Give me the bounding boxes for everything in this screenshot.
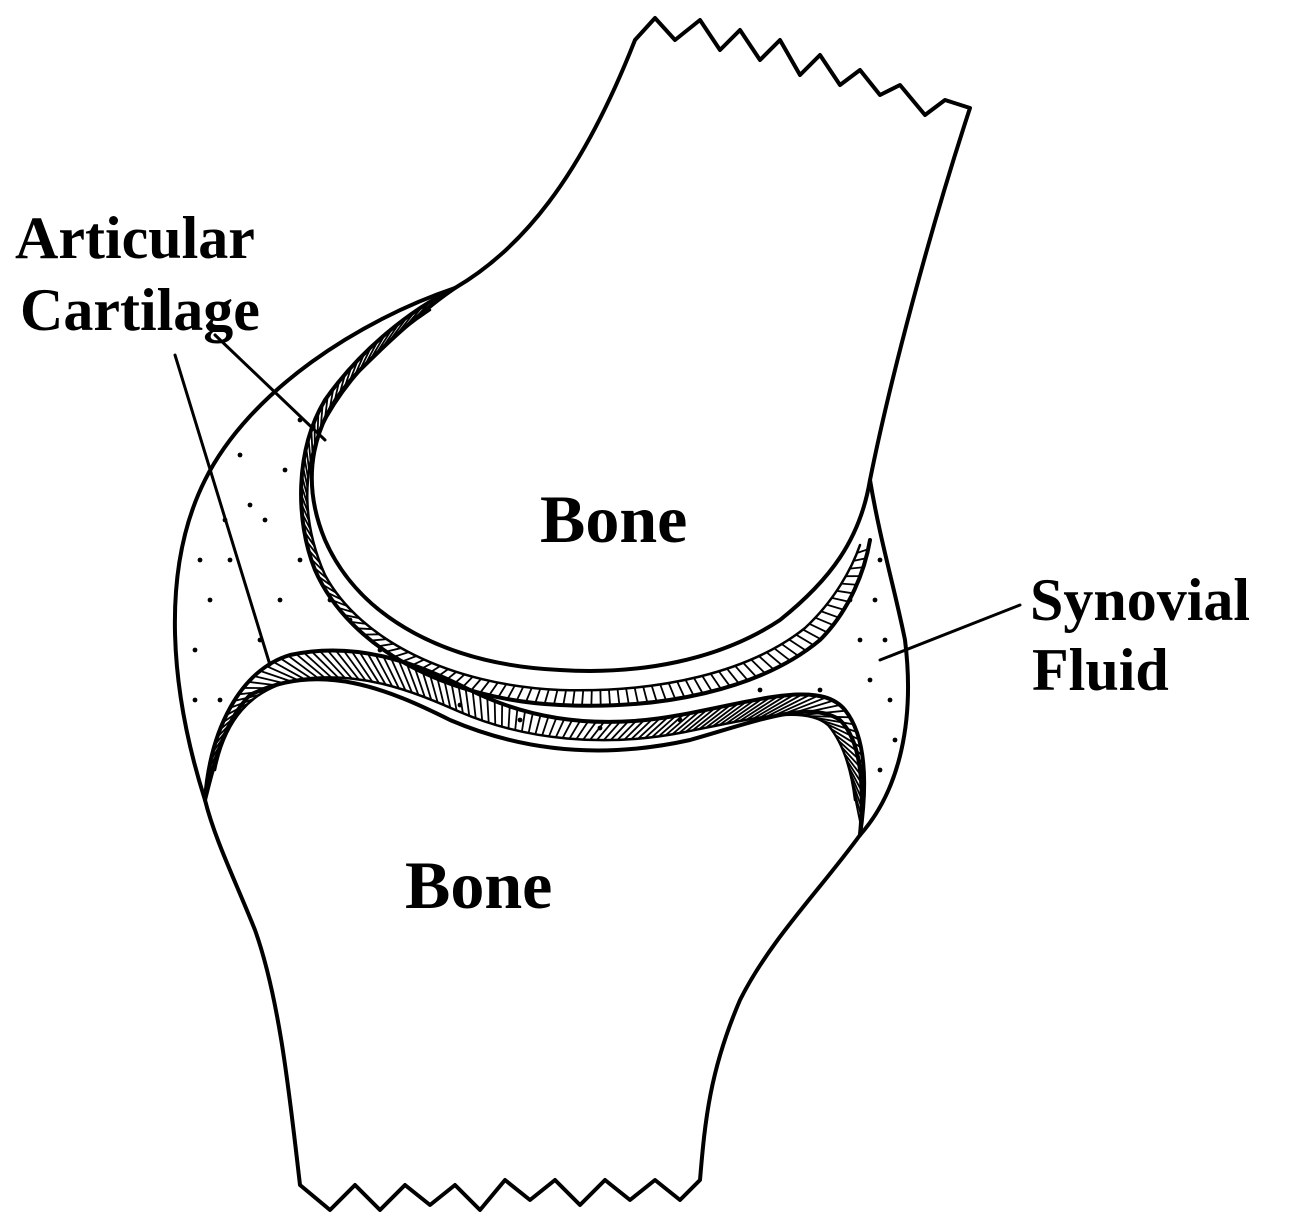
fluid-dot xyxy=(893,738,898,743)
upper-bone-label: Bone xyxy=(540,481,687,557)
lower-bone-label: Bone xyxy=(405,847,552,923)
cartilage-hatch-line xyxy=(311,430,312,453)
synovial-fluid-label-line2: Fluid xyxy=(1032,637,1169,703)
lower-bone xyxy=(205,679,862,1210)
cartilage-hatch-line xyxy=(841,584,856,585)
fluid-dot xyxy=(298,558,303,563)
fluid-dot xyxy=(878,558,883,563)
fluid-dot xyxy=(208,598,213,603)
synovial-fluid-label-line1: Synovial xyxy=(1030,567,1250,633)
cartilage-hatch-line xyxy=(808,716,850,717)
fluid-dot xyxy=(198,558,203,563)
fluid-dot xyxy=(873,598,878,603)
fluid-dot xyxy=(228,558,233,563)
fluid-dot xyxy=(193,648,198,653)
cartilage-hatch-line xyxy=(509,706,510,728)
fluid-dot xyxy=(263,518,268,523)
fluid-dot xyxy=(218,698,223,703)
fluid-dot xyxy=(238,453,243,458)
articular-cartilage-label-line1: Articular xyxy=(15,205,255,271)
cartilage-hatch-line xyxy=(495,701,496,725)
fluid-dot xyxy=(818,688,823,693)
fluid-dot xyxy=(283,468,288,473)
fluid-dot xyxy=(248,503,253,508)
fluid-dot xyxy=(868,678,873,683)
fluid-dot xyxy=(518,718,523,723)
cartilage-hatch-line xyxy=(609,690,610,706)
fluid-dot xyxy=(758,688,763,693)
fluid-dot xyxy=(193,698,198,703)
fluid-dot xyxy=(278,598,283,603)
fluid-dot xyxy=(888,698,893,703)
cartilage-hatch-line xyxy=(582,690,583,705)
fluid-dot xyxy=(878,768,883,773)
fluid-dot xyxy=(883,638,888,643)
cartilage-hatch-line xyxy=(357,628,373,629)
fluid-dot xyxy=(858,638,863,643)
articular-cartilage-label-line2: Cartilage xyxy=(20,277,260,343)
